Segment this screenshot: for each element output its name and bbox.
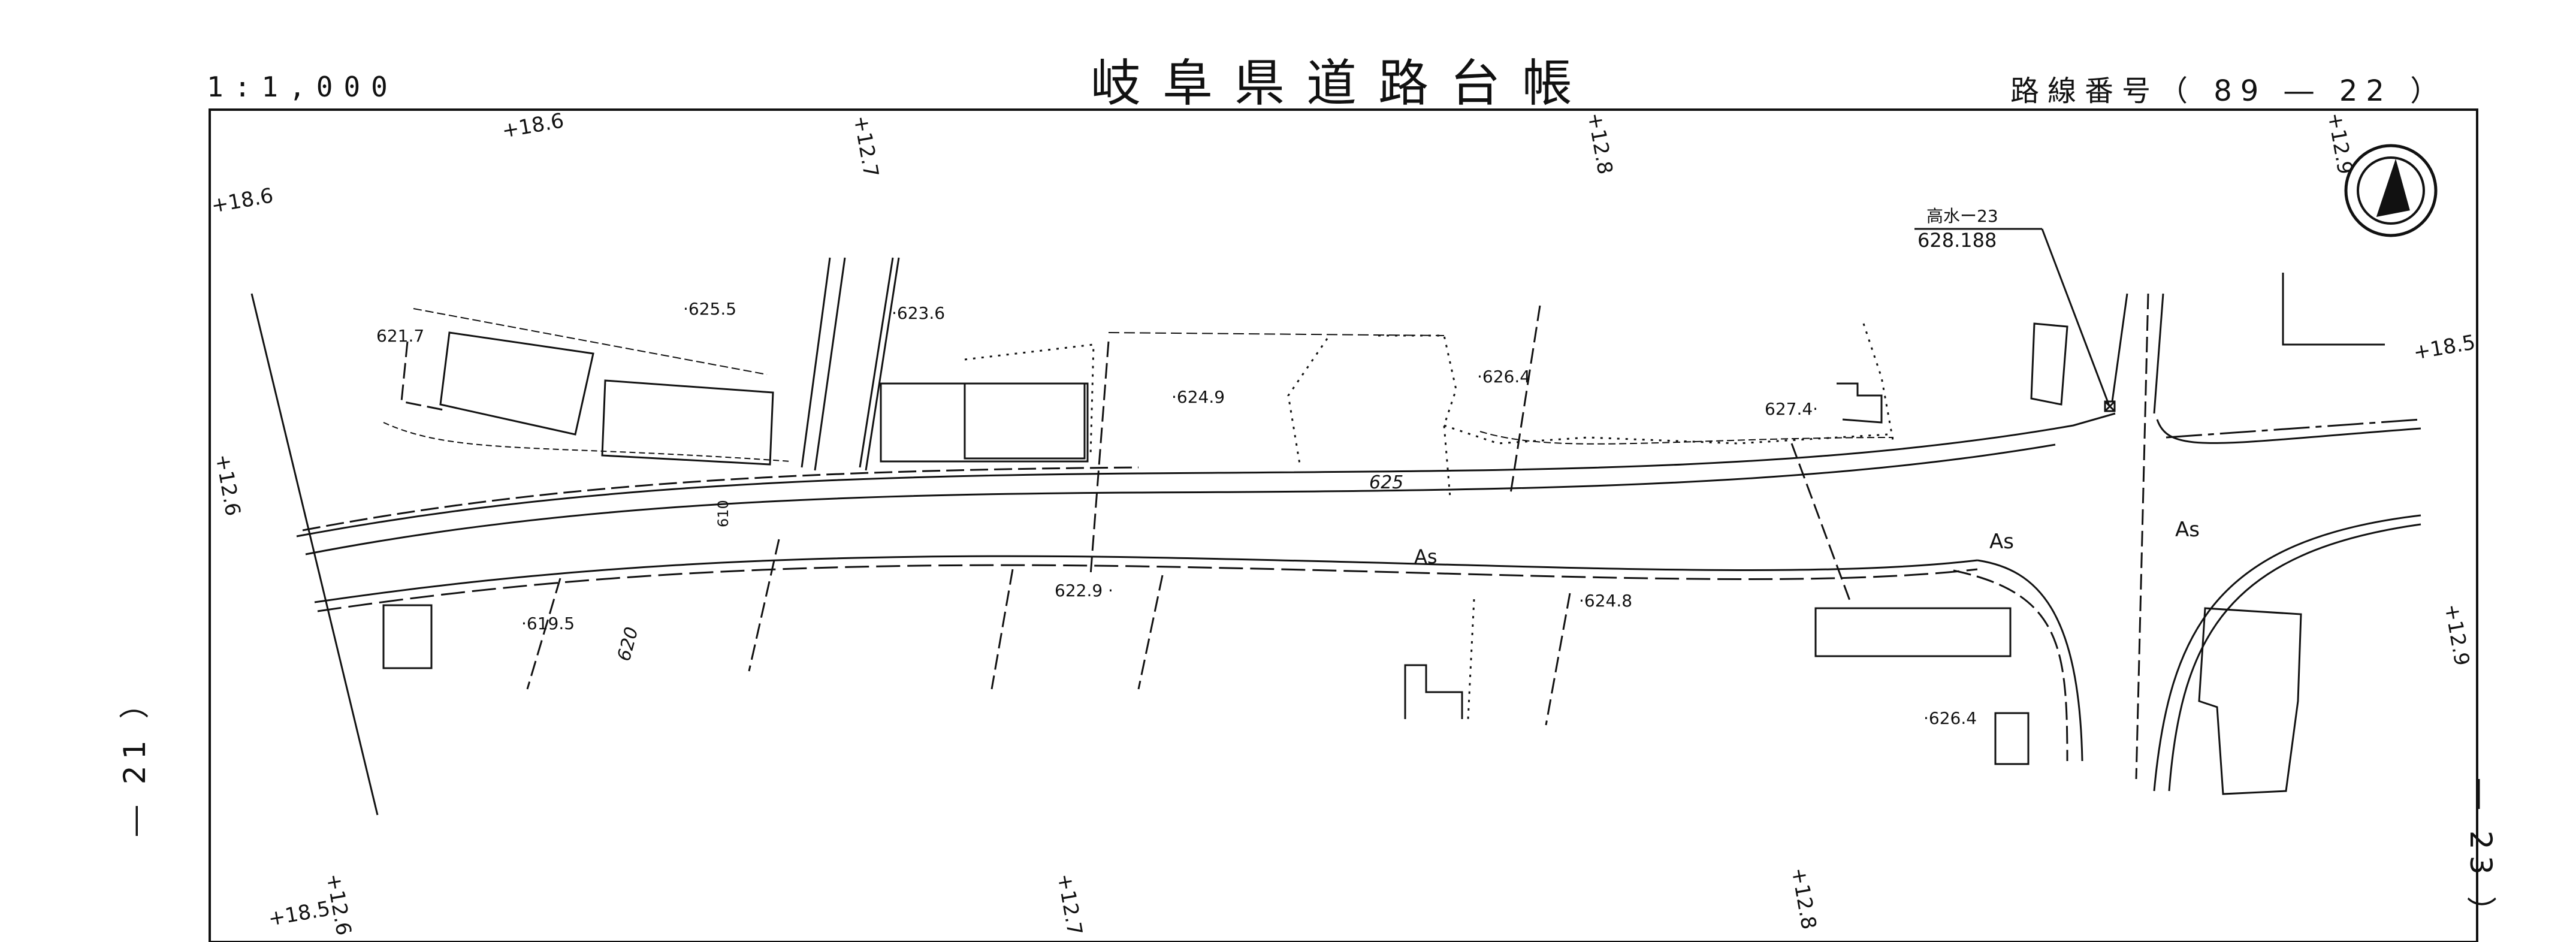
chainage-label: +18.5 [267,896,333,931]
parcel-lines [400,293,2149,780]
spot-height: 627.4· [1765,399,1818,419]
dotted-boundaries [964,323,1895,720]
chainage-label: +12.6 [321,872,355,938]
chainage-label: +12.8 [1583,111,1617,177]
chainage-label: +12.7 [848,114,883,180]
main-road [250,293,2421,816]
spot-height: ·619.5 [521,614,575,633]
chainage-label: +12.9 [2439,602,2474,668]
buildings [382,273,2385,795]
contour-label: 610 [715,500,732,527]
spot-height: ·625.5 [683,299,736,319]
spot-height: 621.7 [376,326,424,346]
chainage-label: +12.9 [2323,111,2357,177]
contour-label: 625 [1369,472,1403,493]
map-frame [209,108,2478,942]
hedge-lines [383,308,1894,462]
spot-height: ·624.9 [1171,387,1225,407]
spot-height: ·624.8 [1579,591,1632,611]
chainage-label: +18.5 [2412,330,2478,364]
chainage-label: +12.6 [210,452,244,518]
chainage-label: +18.6 [210,183,276,218]
surface-label: As [1414,545,1438,568]
spot-height: 622.9 · [1055,581,1113,600]
sheet-title: 岐阜県道路台帳 [1091,54,1594,113]
surface-label: As [1989,530,2014,554]
route-number: 路線番号（ 89 ― 22 ） [2010,74,2448,108]
spot-height: ·626.4 [1477,367,1530,387]
north-arrow-icon [2344,144,2438,237]
benchmark-elevation: 628.188 [1917,229,1997,252]
benchmark-name: 高水ー23 [1926,206,1998,226]
surface-label: As [2175,518,2200,542]
spot-height: ·623.6 [892,303,945,323]
benchmark-marker-icon [1914,228,2116,412]
chainage-label: +18.6 [500,108,566,143]
contour-label: 620 [614,625,643,663]
scale-label: 1:1,000 [207,71,398,103]
spot-height: ·626.4 [1923,708,1977,728]
chainage-label: +12.8 [1786,866,1820,932]
chainage-label: +12.7 [1052,872,1086,938]
channel-lines [801,257,2164,471]
